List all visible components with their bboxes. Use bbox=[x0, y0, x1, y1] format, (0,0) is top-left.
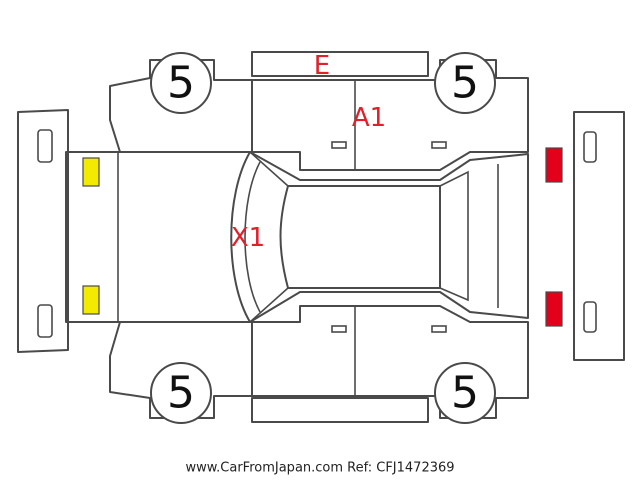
tire-rear-right-value: 5 bbox=[451, 368, 479, 419]
tire-front-left-value: 5 bbox=[167, 58, 195, 109]
front-right-light bbox=[82, 285, 100, 315]
tire-front-right-value: 5 bbox=[167, 368, 195, 419]
damage-mark-hood: X1 bbox=[231, 223, 265, 253]
damage-mark-front-door: A1 bbox=[352, 103, 386, 133]
rear-left-light bbox=[545, 147, 563, 183]
front-bumper bbox=[17, 109, 69, 353]
tire-rear-left-value: 5 bbox=[451, 58, 479, 109]
tire-front-left: 5 bbox=[150, 52, 212, 114]
car-body bbox=[65, 151, 529, 323]
front-left-light bbox=[82, 157, 100, 187]
rear-right-light bbox=[545, 291, 563, 327]
damage-mark-top-panel: E bbox=[314, 51, 330, 81]
tire-rear-right: 5 bbox=[434, 362, 496, 424]
footer-caption: www.CarFromJapan.com Ref: CFJ1472369 bbox=[185, 461, 454, 476]
upper-side-panels bbox=[109, 51, 529, 171]
rear-bumper bbox=[573, 111, 625, 361]
tire-front-right: 5 bbox=[150, 362, 212, 424]
tire-rear-left: 5 bbox=[434, 52, 496, 114]
